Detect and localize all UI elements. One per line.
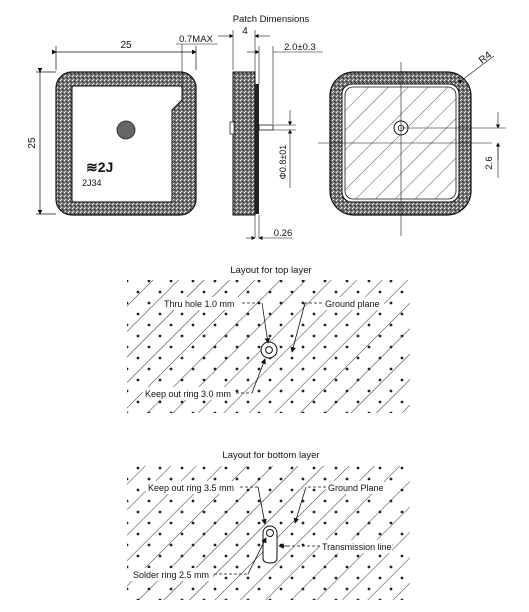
dim-pin-length: 2.0±0.3 (247, 42, 323, 124)
dim-radius: R4 (457, 50, 494, 84)
front-radiating-patch (71, 85, 183, 203)
dim-substrate-label: 0.26 (274, 228, 293, 239)
dim-max: 0.7MAX (176, 34, 218, 86)
patch-side-view (229, 71, 274, 216)
dim-thickness-label: 4 (242, 26, 248, 37)
bottom-layer-title: Layout for bottom layer (222, 450, 319, 461)
logo-mark: ≋2J (86, 159, 113, 175)
top-keep-out-label: Keep out ring 3.0 mm (145, 389, 231, 399)
dim-max-label: 0.7MAX (179, 34, 213, 45)
side-tab (229, 121, 235, 135)
top-layer-title: Layout for top layer (230, 265, 311, 276)
bottom-ground-plane-label: Ground Plane (328, 483, 384, 493)
dim-height: 25 (27, 67, 56, 215)
side-pin (258, 124, 274, 131)
dim-substrate: 0.26 (246, 215, 293, 241)
bottom-transmission-line (262, 525, 278, 564)
bottom-transmission-label: Transmission line (322, 542, 392, 552)
side-ceramic (232, 71, 256, 216)
top-thru-hole-label: Thru hole 1.0 mm (164, 299, 235, 309)
feed-point (116, 120, 136, 140)
dim-pin-diameter: Φ0.8±01 (273, 110, 296, 188)
side-substrate (255, 84, 259, 214)
dim-width-label: 25 (120, 40, 132, 51)
top-ground-plane-label: Ground plane (325, 299, 380, 309)
bottom-layer-layout: Keep out ring 3.5 mm Ground Plane Transm… (127, 466, 410, 600)
dim-offset: 2.6 (484, 112, 501, 178)
dim-radius-label: R4 (477, 50, 494, 67)
patch-front-view: ≋2J 2J34 (55, 71, 197, 216)
bottom-solder-ring (266, 529, 274, 537)
top-layer-layout: Thru hole 1.0 mm Ground plane Keep out r… (127, 280, 410, 413)
dim-offset-label: 2.6 (484, 156, 495, 169)
dim-pin-diameter-label: Φ0.8±01 (278, 145, 288, 180)
patch-dimensions-title: Patch Dimensions (233, 14, 310, 25)
dim-pin-length-label: 2.0±0.3 (284, 42, 316, 53)
bottom-keep-out-label: Keep out ring 3.5 mm (148, 483, 234, 493)
bottom-solder-ring-label: Solder ring 2.5 mm (133, 570, 209, 580)
top-thru-hole (265, 346, 273, 354)
dim-thickness: 4 (218, 26, 270, 84)
dim-height-label: 25 (27, 137, 38, 149)
dim-width: 25 (51, 40, 197, 70)
model-mark: 2J34 (82, 178, 102, 188)
patch-back-view (318, 62, 506, 236)
